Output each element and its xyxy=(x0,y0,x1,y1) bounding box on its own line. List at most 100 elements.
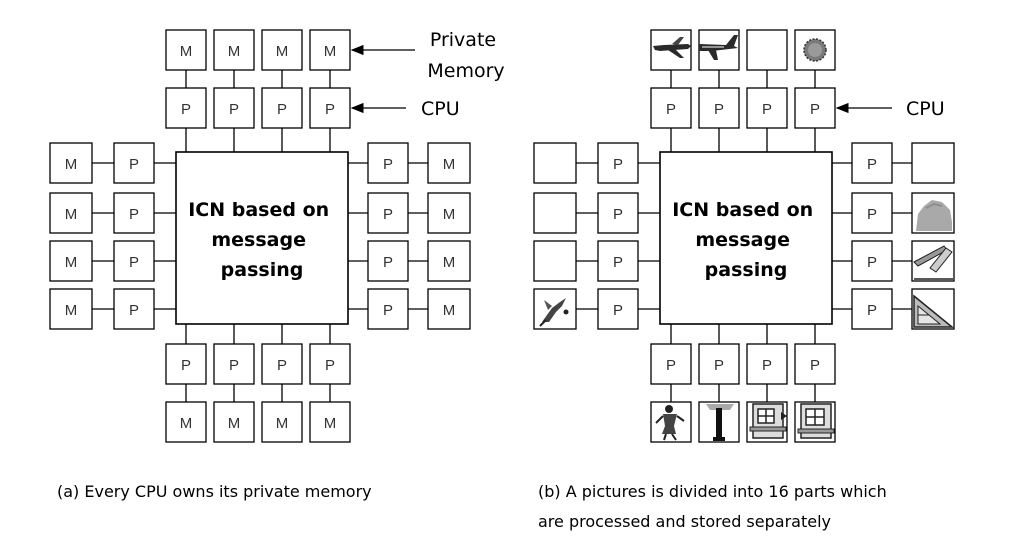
processor-label: P xyxy=(867,302,877,319)
memory-box: M xyxy=(49,240,93,282)
processor-box: P xyxy=(367,192,409,234)
memory-box: M xyxy=(213,401,255,443)
processor-box: P xyxy=(213,87,255,129)
memory-box: M xyxy=(261,29,303,71)
cpu-annotation-a: CPU xyxy=(421,98,460,120)
processor-label: P xyxy=(613,254,623,271)
processor-label: P xyxy=(383,254,393,271)
picture-tile xyxy=(746,401,788,443)
panel-b-wires xyxy=(576,70,912,402)
private-memory-line2: Memory xyxy=(427,60,504,82)
processor-label: P xyxy=(129,156,139,173)
picture-tile xyxy=(911,288,955,330)
memory-label: M xyxy=(443,156,456,173)
memory-label: M xyxy=(65,254,78,271)
private-memory-annotation: Private Memory xyxy=(427,29,504,82)
processor-label: P xyxy=(383,206,393,223)
private-memory-line1: Private xyxy=(430,29,496,51)
processor-box: P xyxy=(794,343,836,385)
processor-box: P xyxy=(851,288,893,330)
icn-label-a-line2: message xyxy=(211,229,306,251)
memory-label: M xyxy=(276,415,289,432)
caption-b-line2: are processed and stored separately xyxy=(538,512,831,531)
icn-label-b-line2: message xyxy=(695,229,790,251)
processor-label: P xyxy=(714,357,724,374)
picture-tile xyxy=(650,29,692,71)
processor-label: P xyxy=(867,254,877,271)
processor-label: P xyxy=(867,156,877,173)
memory-label: M xyxy=(276,43,289,60)
processor-label: P xyxy=(762,101,772,118)
processor-label: P xyxy=(325,101,335,118)
airplane-tail-icon xyxy=(699,35,738,60)
memory-box: M xyxy=(427,240,471,282)
processor-label: P xyxy=(229,101,239,118)
memory-box: M xyxy=(213,29,255,71)
processor-box: P xyxy=(746,343,788,385)
icn-label-a: ICN based on message passing xyxy=(188,199,336,281)
processor-box: P xyxy=(597,240,639,282)
processor-box: P xyxy=(367,240,409,282)
tree-canopy-icon xyxy=(916,200,952,231)
processor-label: P xyxy=(810,357,820,374)
processor-label: P xyxy=(666,101,676,118)
memory-box: M xyxy=(261,401,303,443)
processor-label: P xyxy=(277,101,287,118)
picture-tile xyxy=(911,142,955,184)
person-icon xyxy=(655,405,685,441)
panel-b: ICN based on message passing xyxy=(533,29,955,531)
processor-box: P xyxy=(165,87,207,129)
processor-box: P xyxy=(309,343,351,385)
processor-box: P xyxy=(851,240,893,282)
picture-tile xyxy=(794,401,836,443)
panel-a-wires xyxy=(92,70,428,402)
processor-box: P xyxy=(851,142,893,184)
icn-label-b-line3: passing xyxy=(705,259,788,281)
processor-label: P xyxy=(277,357,287,374)
processor-label: P xyxy=(181,101,191,118)
icn-center-box-a xyxy=(175,151,349,325)
icn-center-box-b xyxy=(659,151,833,325)
memory-box: M xyxy=(309,401,351,443)
icn-label-a-line3: passing xyxy=(221,259,304,281)
picture-tile xyxy=(533,288,577,330)
memory-box: M xyxy=(49,142,93,184)
processor-label: P xyxy=(762,357,772,374)
bird-icon xyxy=(539,298,569,327)
processor-box: P xyxy=(650,343,692,385)
processor-label: P xyxy=(867,206,877,223)
processor-label: P xyxy=(181,357,191,374)
memory-box: M xyxy=(165,401,207,443)
memory-label: M xyxy=(324,43,337,60)
memory-label: M xyxy=(324,415,337,432)
caption-a: (a) Every CPU owns its private memory xyxy=(57,482,372,501)
processor-box: P xyxy=(597,288,639,330)
memory-box: M xyxy=(309,29,351,71)
processor-label: P xyxy=(383,302,393,319)
processor-box: P xyxy=(113,288,155,330)
icn-label-b: ICN based on message passing xyxy=(672,199,820,281)
memory-label: M xyxy=(65,302,78,319)
processor-box: P xyxy=(165,343,207,385)
processor-box: P xyxy=(698,87,740,129)
processor-box: P xyxy=(309,87,351,129)
processor-box: P xyxy=(261,87,303,129)
airplane-nose-icon xyxy=(653,37,691,58)
memory-label: M xyxy=(228,43,241,60)
picture-tile xyxy=(698,29,740,71)
processor-box: P xyxy=(113,240,155,282)
processor-box: P xyxy=(597,142,639,184)
processor-label: P xyxy=(129,302,139,319)
processor-box: P xyxy=(367,142,409,184)
processor-label: P xyxy=(129,206,139,223)
processor-box: P xyxy=(367,288,409,330)
memory-label: M xyxy=(443,206,456,223)
picture-tile xyxy=(533,240,577,282)
processor-label: P xyxy=(810,101,820,118)
house-window-icon xyxy=(749,403,787,439)
memory-label: M xyxy=(443,254,456,271)
processor-box: P xyxy=(794,87,836,129)
processor-label: P xyxy=(613,206,623,223)
processor-label: P xyxy=(714,101,724,118)
